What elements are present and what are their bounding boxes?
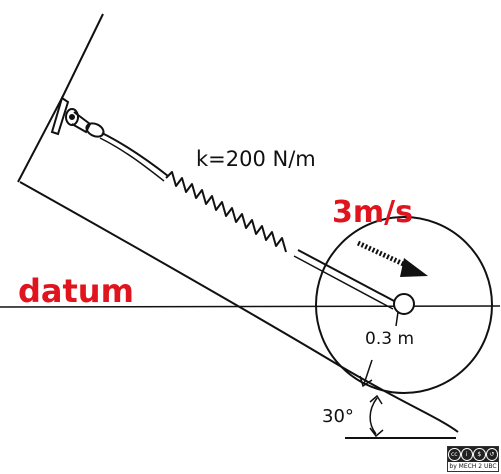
spring-constant-label: k=200 N/m [196,147,316,171]
wall-line [17,13,104,183]
datum-line [0,305,501,308]
spring-rod [297,249,397,303]
velocity-arrow [356,240,428,277]
disk-pin [393,293,415,315]
by-icon: i [460,448,473,461]
spring-coil [165,171,287,253]
license-icons: cc i $ ↺ [448,447,498,462]
wall-anchor [50,96,105,138]
incline-line [19,181,459,433]
license-byline: by MECH 2 UBC [449,463,497,470]
disk [315,216,493,394]
cc-icon: cc [448,448,461,461]
radius-label: 0.3 m [365,329,414,349]
velocity-label: 3m/s [332,195,413,230]
radius-line [395,311,399,327]
datum-label: datum [18,272,134,310]
sa-icon: ↺ [485,448,498,461]
nc-icon: $ [473,448,486,461]
spring-cable [101,132,169,177]
license-badge: cc i $ ↺ by MECH 2 UBC [447,446,499,472]
angle-label: 30° [322,406,354,427]
angle-arc [369,397,378,435]
contact-arrow [363,359,373,385]
